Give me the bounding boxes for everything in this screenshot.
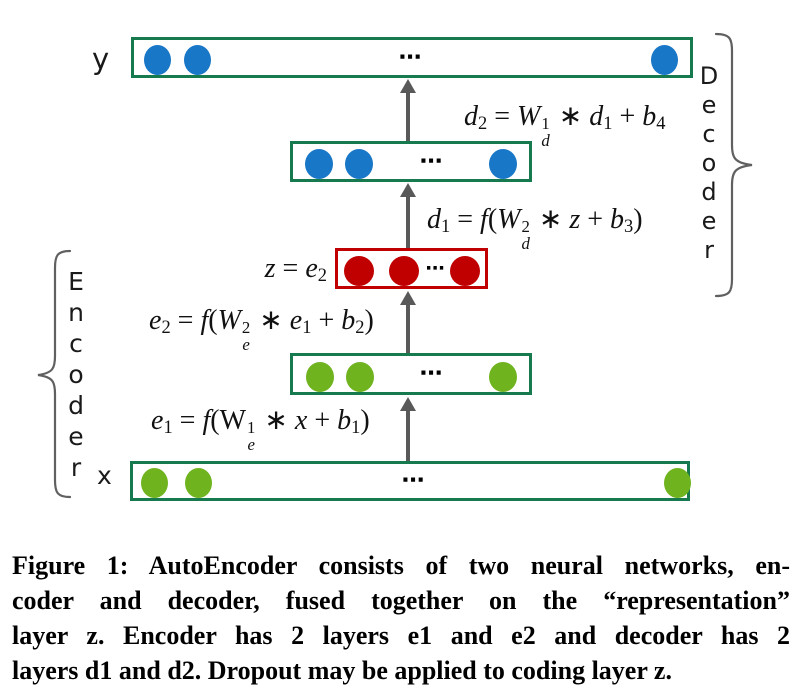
neuron-node: [489, 362, 517, 392]
neuron-node: [389, 256, 419, 286]
encoder-brace: [37, 249, 72, 499]
up-arrow: [400, 291, 416, 353]
neuron-node: [141, 468, 168, 498]
neuron-node: [346, 362, 374, 392]
neuron-node: [345, 149, 373, 179]
arrowhead-icon: [400, 79, 416, 93]
layer-box-decoder-hidden: ⋯: [290, 141, 532, 182]
caption-line: coder and decoder, fused together on the…: [12, 586, 790, 615]
ellipsis-dots: ⋯: [419, 148, 443, 174]
caption-line: layer z. Encoder has 2 layers e1 and e2 …: [12, 621, 790, 650]
neuron-node: [344, 256, 374, 286]
layer-box-coding-z: ⋯: [335, 248, 488, 289]
arrowhead-icon: [400, 183, 416, 197]
up-arrow: [400, 183, 416, 248]
up-arrow: [400, 397, 416, 462]
ellipsis-dots: ⋯: [419, 360, 443, 387]
neuron-node: [306, 362, 334, 392]
up-arrow: [400, 79, 416, 141]
neuron-node: [305, 149, 333, 179]
neuron-node: [144, 45, 171, 75]
ellipsis-dots: ⋯: [401, 467, 425, 494]
layer-box-input-x: ⋯: [130, 461, 691, 501]
ellipsis-dots: ⋯: [425, 257, 445, 279]
neuron-node: [184, 45, 211, 75]
figure-caption: Figure 1: AutoEncoder consists of two ne…: [12, 548, 790, 688]
coding-layer-label: z = e2: [264, 253, 327, 285]
decoder-brace: [714, 32, 753, 298]
ellipsis-dots: ⋯: [398, 44, 422, 70]
neuron-node: [651, 45, 678, 75]
neuron-node: [450, 256, 480, 286]
arrowhead-icon: [400, 291, 416, 305]
output-layer-label: y: [92, 42, 110, 76]
neuron-node: [489, 149, 517, 179]
caption-line: Figure 1: AutoEncoder consists of two ne…: [12, 551, 790, 580]
layer-box-output-y: ⋯: [131, 37, 693, 78]
input-layer-label: x: [97, 461, 112, 490]
caption-line: layers d1 and d2. Dropout may be applied…: [12, 656, 672, 685]
neuron-node: [185, 468, 212, 498]
neuron-node: [664, 468, 691, 498]
arrowhead-icon: [400, 397, 416, 411]
layer-box-encoder-hidden: ⋯: [290, 353, 532, 395]
